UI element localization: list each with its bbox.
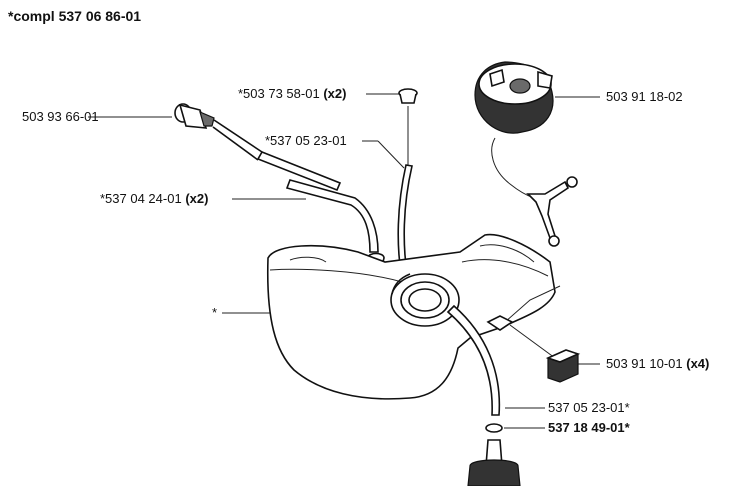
primer-bulb-part	[174, 103, 263, 161]
vent-valve-part	[398, 88, 418, 104]
filter-label: 537 18 49-01*	[548, 420, 630, 435]
tank-label: *	[212, 305, 218, 320]
diagram-title: *compl 537 06 86-01	[8, 8, 142, 24]
pad-label: 503 91 10-01 (x4)	[606, 356, 710, 371]
hose-bottom-label: 537 05 23-01*	[548, 400, 630, 415]
vent-label: *503 73 58-01 (x2)	[238, 86, 347, 101]
hose-top-label: *537 05 23-01	[265, 133, 347, 148]
leader-lines	[88, 93, 600, 429]
primer-label: 503 93 66-01	[22, 109, 99, 124]
hose-pair-label: *537 04 24-01 (x2)	[100, 191, 209, 206]
pickup-hose-bottom-part	[446, 304, 501, 416]
fuel-cap-part	[474, 61, 578, 247]
rubber-pad-part	[486, 315, 581, 383]
filler-neck-part	[390, 273, 460, 327]
filter-part	[467, 423, 521, 486]
fuel-cap-label: 503 91 18-02	[606, 89, 683, 104]
